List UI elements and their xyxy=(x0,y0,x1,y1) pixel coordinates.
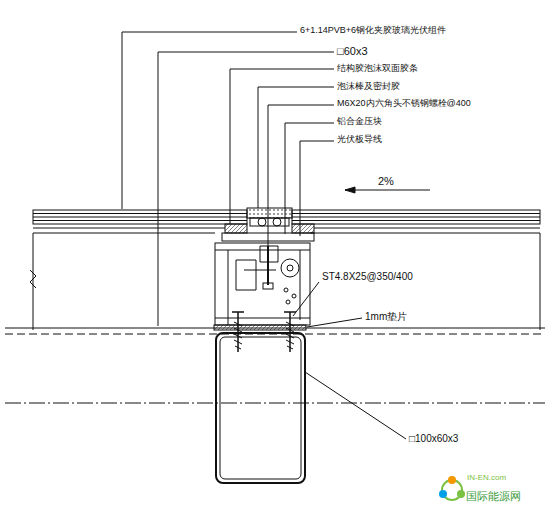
component-label: 泡沫棒及密封胶 xyxy=(337,82,400,92)
component-label: M6X20内六角头不锈钢螺栓@400 xyxy=(337,99,471,109)
watermark: 国际能源网 xyxy=(466,490,521,502)
section-label: □100x60x3 xyxy=(409,433,458,444)
slope-label: 2% xyxy=(378,175,394,187)
section-label: □60x3 xyxy=(337,45,368,57)
component-label: 光伏板导线 xyxy=(337,135,382,145)
watermark-logo xyxy=(439,476,465,500)
fastener-label: ST4.8X25@350/400 xyxy=(322,271,413,282)
component-label: 1mm垫片 xyxy=(365,311,407,322)
watermark: IN-EN.com xyxy=(467,474,506,483)
component-label: 铝合金压块 xyxy=(337,117,382,127)
component-label: 结构胶泡沫双面胶条 xyxy=(337,64,418,74)
component-label: 6+1.14PVB+6钢化夹胶玻璃光伏组件 xyxy=(300,26,446,36)
